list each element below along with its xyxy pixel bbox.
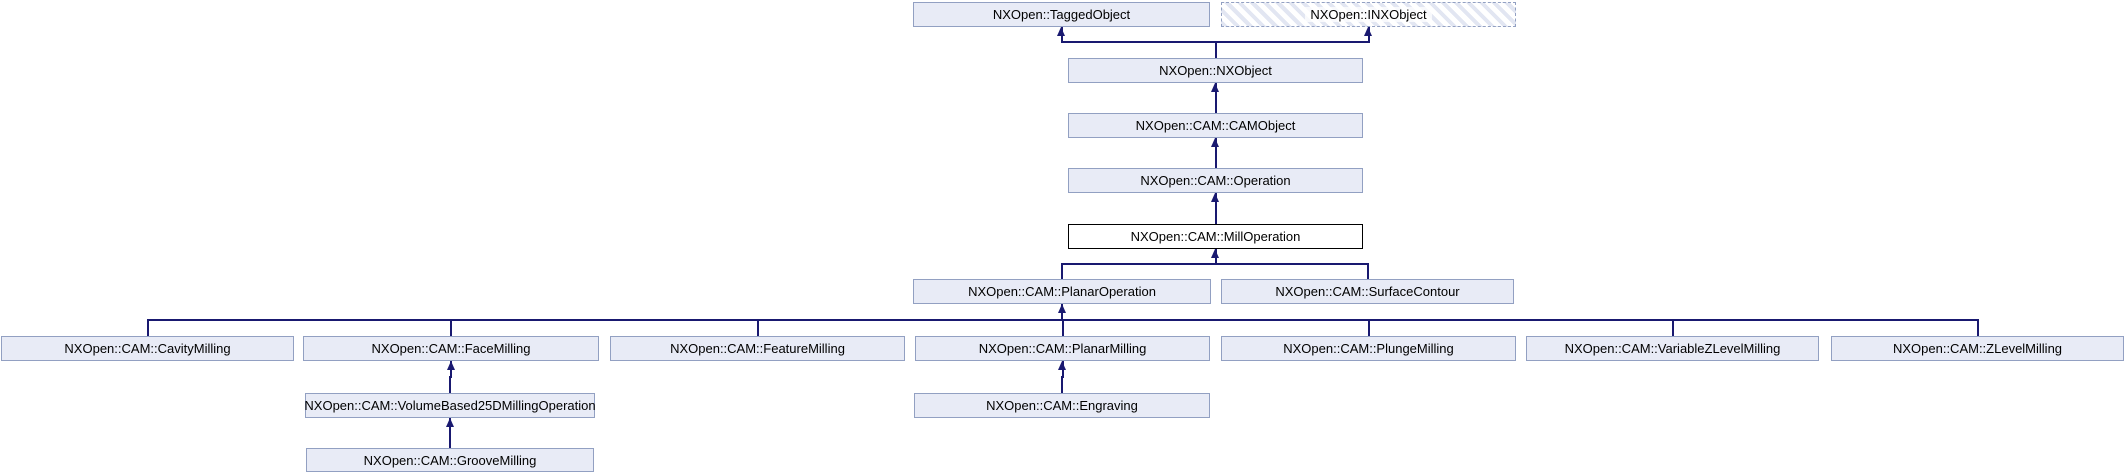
class-node-label: NXOpen::CAM::Engraving — [986, 398, 1138, 413]
inheritance-edge-from-child — [449, 431, 451, 449]
inheritance-edge-from-child — [1214, 97, 1217, 114]
inheritance-arrowhead — [446, 361, 455, 370]
class-node-label: NXOpen::CAM::CAMObject — [1135, 118, 1296, 133]
inheritance-edge-from-child — [1367, 319, 1370, 337]
class-node-label: NXOpen::CAM::PlanarMilling — [978, 341, 1147, 356]
class-node-operation[interactable]: NXOpen::CAM::Operation — [1068, 168, 1363, 193]
class-node-z-level-milling[interactable]: NXOpen::CAM::ZLevelMilling — [1831, 336, 2124, 361]
class-node-label: NXOpen::NXObject — [1159, 63, 1272, 78]
inheritance-arrowhead — [1211, 138, 1219, 147]
class-node-cavity-milling[interactable]: NXOpen::CAM::CavityMilling — [1, 336, 294, 361]
class-node-planar-milling[interactable]: NXOpen::CAM::PlanarMilling — [915, 336, 1210, 361]
class-node-inx-object: NXOpen::INXObject — [1221, 2, 1516, 27]
class-node-tagged-object[interactable]: NXOpen::TaggedObject — [913, 2, 1210, 27]
inheritance-edge-from-child — [1061, 319, 1064, 337]
inheritance-edge-from-child — [1214, 152, 1217, 169]
class-node-face-milling[interactable]: NXOpen::CAM::FaceMilling — [303, 336, 599, 361]
inheritance-arrowhead — [1211, 193, 1219, 202]
inheritance-arrowhead — [1211, 249, 1219, 258]
class-node-label: NXOpen::CAM::VolumeBased25DMillingOperat… — [304, 398, 596, 413]
class-node-label: NXOpen::TaggedObject — [992, 7, 1131, 22]
class-node-variable-z-level-milling[interactable]: NXOpen::CAM::VariableZLevelMilling — [1526, 336, 1819, 361]
inheritance-edge-from-child — [1366, 263, 1369, 280]
class-node-label: NXOpen::CAM::MillOperation — [1130, 229, 1301, 244]
class-node-label: NXOpen::CAM::ZLevelMilling — [1892, 341, 2063, 356]
class-node-mill-operation: NXOpen::CAM::MillOperation — [1068, 224, 1363, 249]
class-node-label: NXOpen::CAM::GrooveMilling — [363, 452, 537, 468]
class-node-groove-milling[interactable]: NXOpen::CAM::GrooveMilling — [306, 448, 594, 472]
class-node-surface-contour[interactable]: NXOpen::CAM::SurfaceContour — [1221, 279, 1514, 304]
inheritance-edge-from-child — [756, 319, 759, 337]
inheritance-edge-from-child — [1061, 263, 1063, 280]
inheritance-arrowhead — [1364, 27, 1372, 36]
class-node-label: NXOpen::CAM::CavityMilling — [64, 341, 231, 356]
class-node-engraving[interactable]: NXOpen::CAM::Engraving — [914, 393, 1210, 418]
class-node-feature-milling[interactable]: NXOpen::CAM::FeatureMilling — [610, 336, 905, 361]
class-node-volume-based-25d-milling-operation[interactable]: NXOpen::CAM::VolumeBased25DMillingOperat… — [304, 393, 596, 418]
inheritance-arrowhead — [1058, 361, 1066, 370]
class-node-planar-operation[interactable]: NXOpen::CAM::PlanarOperation — [913, 279, 1211, 304]
inheritance-edge-from-child — [1214, 41, 1217, 59]
inheritance-arrowhead — [1211, 83, 1219, 92]
class-node-label: NXOpen::INXObject — [1305, 7, 1432, 22]
inheritance-edge-from-child — [1061, 376, 1063, 394]
class-node-label: NXOpen::CAM::PlanarOperation — [968, 284, 1156, 299]
inheritance-arrowhead — [1057, 304, 1066, 313]
inheritance-edge-from-child — [450, 319, 452, 337]
class-node-nx-object[interactable]: NXOpen::NXObject — [1068, 58, 1363, 83]
class-node-label: NXOpen::CAM::PlungeMilling — [1283, 341, 1454, 356]
inheritance-edge-from-child — [146, 319, 149, 337]
inheritance-arrowhead — [445, 418, 454, 427]
inheritance-edge-from-child — [1976, 319, 1979, 337]
class-node-label: NXOpen::CAM::VariableZLevelMilling — [1564, 341, 1781, 356]
class-node-label: NXOpen::CAM::SurfaceContour — [1275, 284, 1460, 299]
class-node-label: NXOpen::CAM::Operation — [1140, 173, 1291, 188]
inheritance-edge-from-child — [449, 376, 451, 394]
class-node-label: NXOpen::CAM::FeatureMilling — [670, 341, 845, 356]
inheritance-edge-from-child — [1214, 207, 1217, 225]
inheritance-arrowhead — [1057, 27, 1065, 36]
inheritance-edge-from-child — [1671, 319, 1674, 337]
class-node-plunge-milling[interactable]: NXOpen::CAM::PlungeMilling — [1221, 336, 1516, 361]
class-node-label: NXOpen::CAM::FaceMilling — [371, 341, 531, 356]
class-node-cam-object[interactable]: NXOpen::CAM::CAMObject — [1068, 113, 1363, 138]
